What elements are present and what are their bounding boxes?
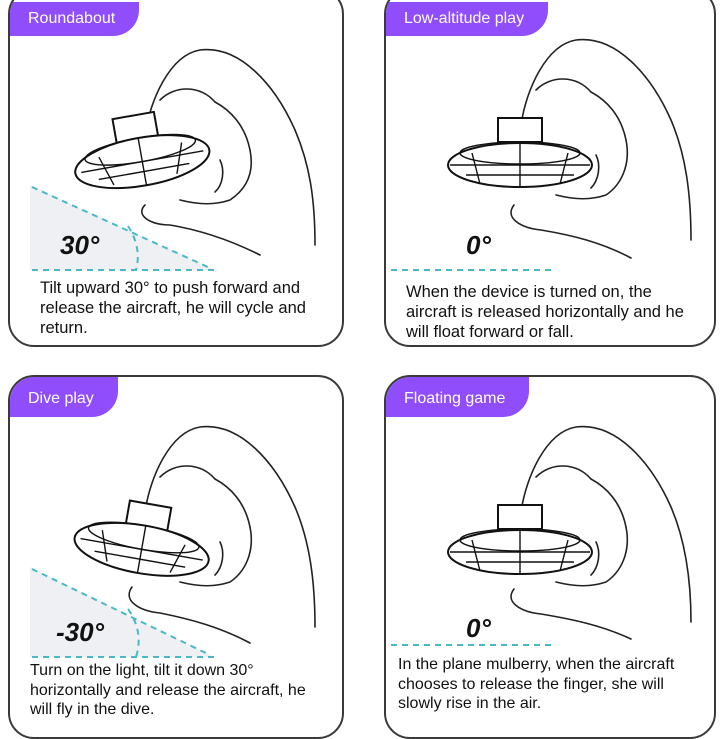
panel-dive-play: Dive play -30° Turn on the light, tilt i…: [8, 375, 344, 739]
hand-with-drone-illustration: [391, 425, 692, 646]
panel-roundabout: Roundabout 30° Tilt upward 30° to push f…: [8, 0, 344, 347]
panel-low-altitude-play: Low-altitude play 0° When the device is …: [384, 0, 716, 347]
mode-description: Tilt upward 30° to push forward and rele…: [40, 279, 306, 338]
panel-floating-game: Floating game 0° In the plane mulberry, …: [384, 375, 716, 739]
hand-with-drone-illustration: [30, 425, 316, 658]
mode-description: In the plane mulberry, when the aircraft…: [398, 656, 675, 713]
mode-title-tag: Floating game: [386, 377, 530, 417]
mode-description: When the device is turned on, the aircra…: [406, 283, 684, 342]
mode-title-tag: Dive play: [10, 377, 118, 417]
hand-with-drone-illustration: [30, 48, 316, 271]
angle-label: 0°: [466, 613, 491, 643]
mode-title-tag: Roundabout: [10, 2, 140, 36]
mode-title-tag: Low-altitude play: [386, 2, 549, 36]
mode-description: Turn on the light, tilt it down 30° hori…: [30, 662, 306, 719]
angle-label: -30°: [56, 617, 104, 647]
angle-label: 30°: [60, 230, 100, 260]
hand-with-drone-illustration: [391, 38, 692, 271]
angle-label: 0°: [466, 230, 491, 260]
